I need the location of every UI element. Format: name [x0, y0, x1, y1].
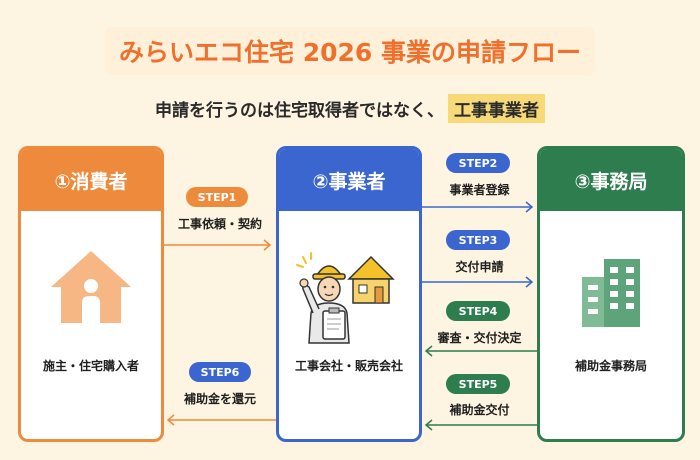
house-person-icon: [21, 249, 161, 325]
page-title: みらいエコ住宅 2026 事業の申請フロー: [105, 27, 595, 75]
business-card: ②事業者: [276, 146, 422, 442]
consumer-card: ①消費者 施主・住宅購入者: [18, 146, 164, 442]
subtitle-text: 申請を行うのは住宅取得者ではなく、: [155, 101, 444, 121]
step4-label: 審査・交付決定: [437, 331, 522, 345]
business-card-caption: 工事会社・販売会社: [294, 359, 403, 373]
step4-badge: STEP4: [446, 301, 510, 321]
secretariat-card: ③事務局 補助金事務局: [537, 146, 685, 442]
business-card-heading: ②事業者: [279, 149, 419, 211]
office-building-icon: [540, 257, 682, 327]
step3-badge: STEP3: [446, 230, 510, 250]
step1-label: 工事依頼・契約: [177, 217, 262, 231]
subtitle: 申請を行うのは住宅取得者ではなく、工事事業者: [0, 94, 700, 123]
subtitle-highlight: 工事事業者: [448, 94, 545, 123]
builder-worker-icon: [279, 247, 419, 345]
step5-label: 補助金交付: [449, 403, 510, 417]
step2-badge: STEP2: [446, 153, 510, 173]
step6-label: 補助金を還元: [183, 392, 256, 406]
secretariat-card-heading: ③事務局: [540, 149, 682, 211]
step3-label: 交付申請: [455, 260, 504, 274]
step1-badge: STEP1: [186, 187, 248, 207]
secretariat-card-caption: 補助金事務局: [574, 359, 647, 373]
consumer-card-heading: ①消費者: [21, 149, 161, 211]
step6-badge: STEP6: [189, 362, 251, 382]
consumer-card-caption: 施主・住宅購入者: [42, 359, 139, 373]
step2-label: 事業者登録: [449, 183, 510, 197]
step5-badge: STEP5: [446, 374, 510, 394]
